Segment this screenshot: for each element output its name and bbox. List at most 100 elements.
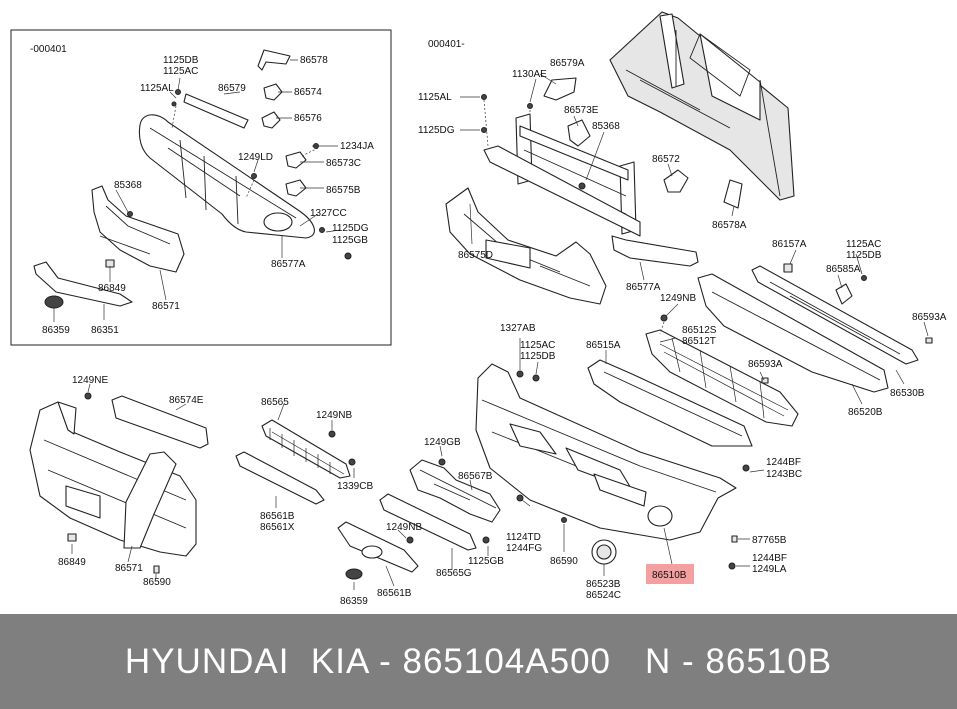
label: 1125AL xyxy=(418,92,452,103)
main-part-86157A xyxy=(783,263,793,273)
label: 1249GB xyxy=(424,437,461,448)
label: 86593A xyxy=(748,359,783,370)
lower-mid-part-86565G xyxy=(379,493,477,551)
label: 1125AC xyxy=(520,340,555,351)
label: 1249NB xyxy=(316,410,352,421)
lower-left-part-86849 xyxy=(67,533,77,542)
label: 86571 xyxy=(115,563,143,574)
inset-emblem-86359 xyxy=(44,295,64,309)
label: 86849 xyxy=(58,557,86,568)
label: 1125DG xyxy=(332,223,369,234)
label: 1327AB xyxy=(500,323,536,334)
inset-part-86575B xyxy=(285,179,307,197)
lower-mid-bracket-86567B xyxy=(409,459,501,523)
main-part-86577A xyxy=(611,235,699,267)
footer-part-reference: N - 86510B xyxy=(645,641,833,681)
label: 86359 xyxy=(340,596,368,607)
label: 1124TD xyxy=(506,532,541,543)
main-part-86578A xyxy=(723,179,743,209)
label: 86157A xyxy=(772,239,807,250)
inset-labels: 1125DB 1125AC 86578 1125AL 86579 86574 8… xyxy=(42,55,374,336)
label: 1125DG xyxy=(418,125,455,136)
label: 86512S xyxy=(682,325,717,336)
inset-part-86578 xyxy=(257,49,291,71)
label: 86571 xyxy=(152,301,180,312)
label: 1125AC xyxy=(163,66,198,77)
label: 1125GB xyxy=(332,235,368,246)
label: 1125DB xyxy=(163,55,199,66)
label: 86515A xyxy=(586,340,621,351)
label: 86593A xyxy=(912,312,947,323)
label: 86565G xyxy=(436,568,472,579)
label: 1125AL xyxy=(140,83,174,94)
label: 86590 xyxy=(143,577,171,588)
main-part-86530B xyxy=(751,265,919,365)
label: 1244FG xyxy=(506,543,542,554)
inset-code: -000401 xyxy=(30,44,67,55)
main-part-86573E xyxy=(567,119,591,147)
label: 86574 xyxy=(294,87,322,98)
label: 1234JA xyxy=(340,141,374,152)
label: 86520B xyxy=(848,407,883,418)
inset-part-86571 xyxy=(91,185,185,273)
main-part-86520B xyxy=(697,273,889,393)
label: 86585A xyxy=(826,264,861,275)
label: 86576 xyxy=(294,113,322,124)
label: 86578A xyxy=(712,220,747,231)
label: 86561B xyxy=(377,588,412,599)
front-bumper-cover-86510B xyxy=(475,363,737,565)
inset-part-86351 xyxy=(33,261,133,307)
main-part-86572 xyxy=(663,169,689,193)
main-labels: 86579A 1130AE 1125AL 86573E 1125DG 85368… xyxy=(418,58,947,418)
label: 86590 xyxy=(550,556,578,567)
lower-mid-labels: 86565 1249NB 1339CB 86561B 86561X 1249NB… xyxy=(260,397,504,607)
label: 1125AC xyxy=(846,239,881,250)
label: 1125DB xyxy=(520,351,556,362)
main-part-86575D xyxy=(445,187,607,305)
main-guard-frame xyxy=(483,113,641,237)
main-part-86579A xyxy=(543,77,577,101)
label: 1130AE xyxy=(512,69,547,80)
label: 85368 xyxy=(114,180,142,191)
frame-structure xyxy=(609,11,795,201)
label: 1249NB xyxy=(660,293,696,304)
label: 86351 xyxy=(91,325,119,336)
inset-guard-bar xyxy=(138,114,315,239)
inset-part-86579 xyxy=(183,93,249,129)
label: 86577A xyxy=(271,259,306,270)
label: 86849 xyxy=(98,283,126,294)
inset-part-86574 xyxy=(263,83,283,101)
label: 85368 xyxy=(592,121,620,132)
parts-diagram: -000401 1125DB 1125AC 86578 1125AL 86579… xyxy=(10,11,947,607)
highlighted-part-label: 86510B xyxy=(652,570,687,581)
label: 86565 xyxy=(261,397,289,408)
label: 1244BF xyxy=(766,457,801,468)
label: 1327CC xyxy=(310,208,347,219)
label: 86574E xyxy=(169,395,204,406)
lower-mid-grille-86565 xyxy=(261,419,351,479)
footer-brand-part-number: HYUNDAI KIA - 865104A500 xyxy=(124,641,612,681)
label: 86578 xyxy=(300,55,328,66)
label: 86575D xyxy=(458,250,493,261)
label: 86530B xyxy=(890,388,925,399)
label: 86579A xyxy=(550,58,585,69)
label: 1339CB xyxy=(337,481,373,492)
label: 86359 xyxy=(42,325,70,336)
label: 86577A xyxy=(626,282,661,293)
label: 86561X xyxy=(260,522,295,533)
label: 1125DB xyxy=(846,250,882,261)
label: 1244BF xyxy=(752,553,787,564)
inset-part-86849 xyxy=(105,259,115,268)
label: 86572 xyxy=(652,154,680,165)
lower-right-labels: 1124TD 1244FG 86590 86523B 86524C 86510B… xyxy=(506,457,802,601)
footer-bar: HYUNDAI KIA - 865104A500 N - 86510B xyxy=(0,614,957,709)
label: 87765B xyxy=(752,535,787,546)
lower-left-bumper-86571 xyxy=(29,401,197,557)
label: 1249LA xyxy=(752,564,787,575)
main-code: 000401- xyxy=(428,39,465,50)
label: 1243BC xyxy=(766,469,802,480)
highlight-86510B xyxy=(646,564,694,584)
main-part-86585A xyxy=(835,283,853,305)
label: 86575B xyxy=(326,185,361,196)
lower-mid-emblem-86359 xyxy=(345,568,363,580)
